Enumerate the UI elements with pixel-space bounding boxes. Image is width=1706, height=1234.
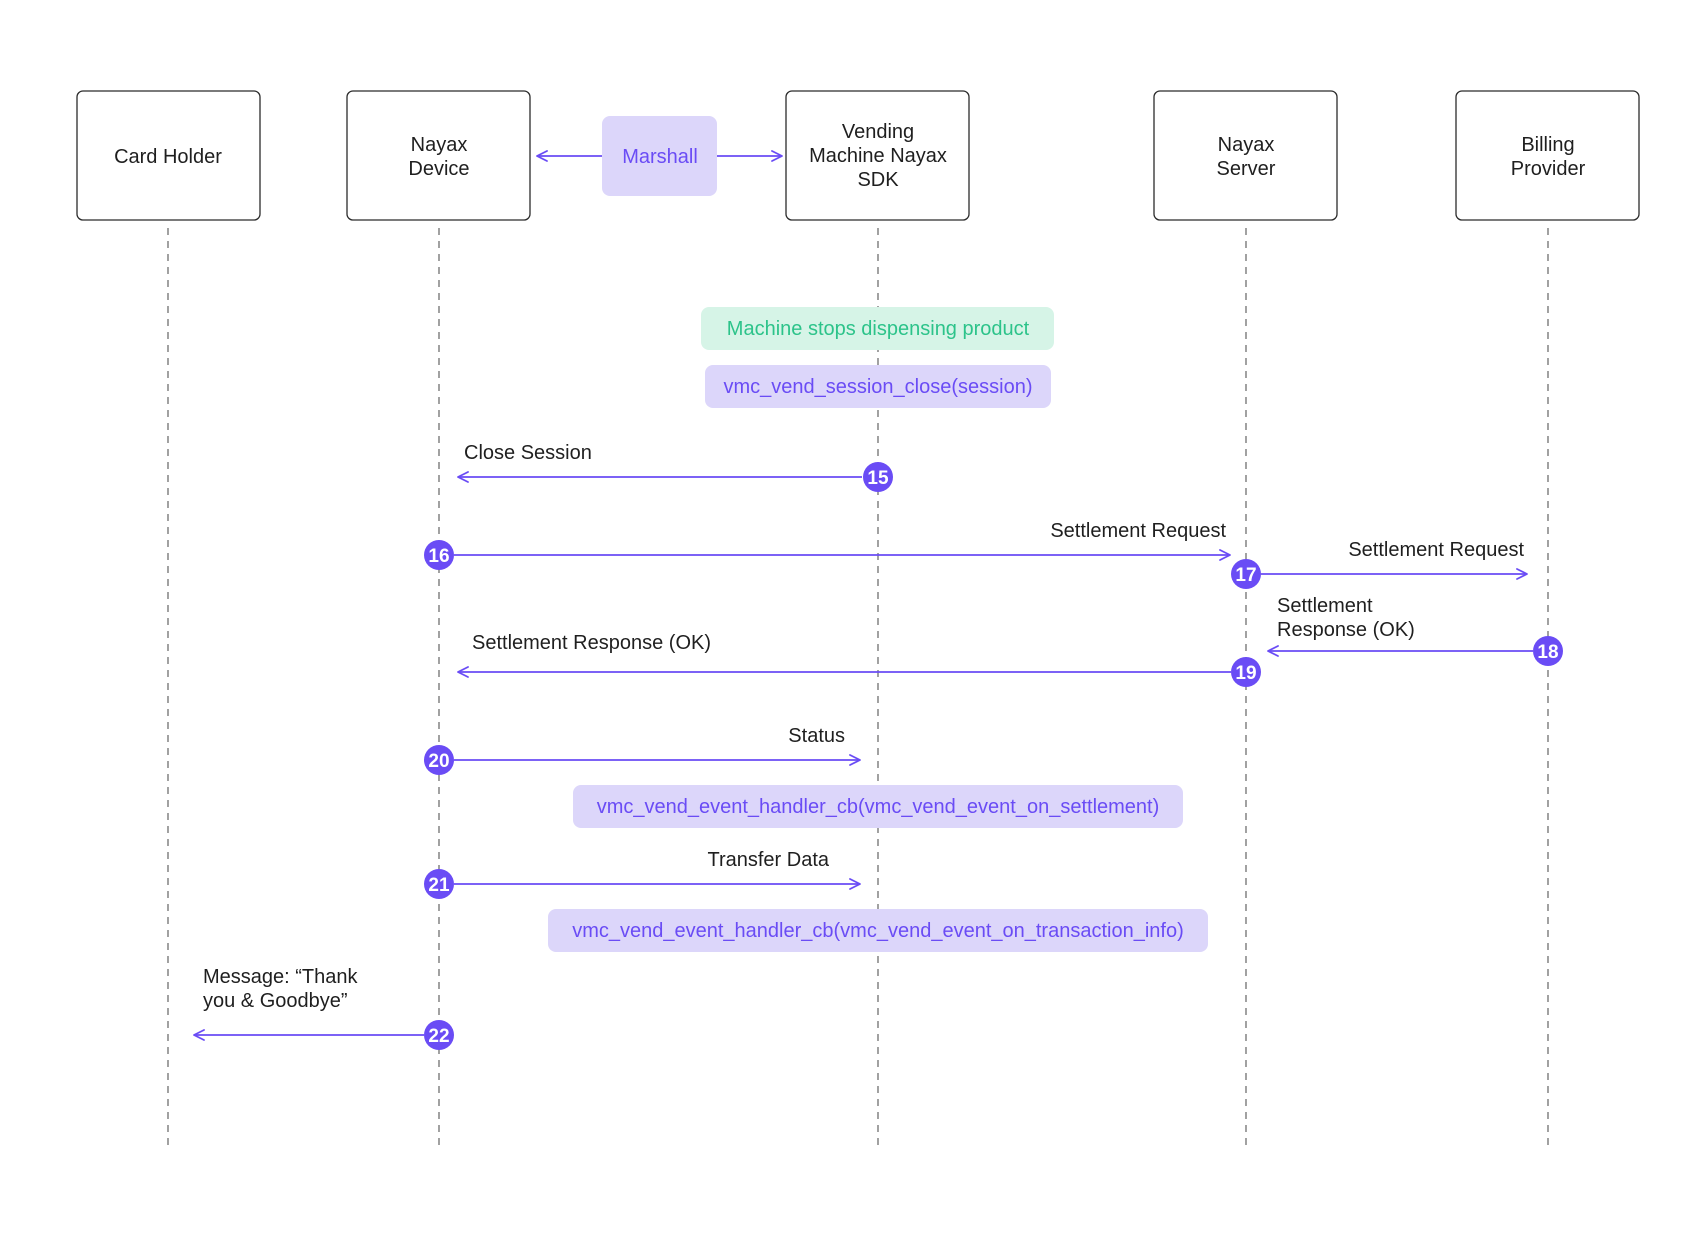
- note-on-settlement-text: vmc_vend_event_handler_cb(vmc_vend_event…: [597, 796, 1160, 818]
- message-18-settlement-response: Settlement Response (OK) 18: [1267, 595, 1563, 666]
- step-badge-15-number: 15: [867, 468, 889, 489]
- step-badge-15: [863, 462, 893, 492]
- message-17-settlement-request: Settlement Request 17: [1231, 539, 1528, 589]
- actor-nayax-device-label-line1: Nayax: [411, 134, 468, 156]
- step-badge-17-number: 17: [1235, 565, 1256, 586]
- step-badge-18-number: 18: [1537, 642, 1558, 663]
- step-badge-18: [1533, 636, 1563, 666]
- actor-vending-machine-label-line2: Machine Nayax: [809, 145, 947, 167]
- actor-card-holder-label: Card Holder: [114, 146, 222, 168]
- step-badge-19: [1231, 657, 1261, 687]
- message-15-label: Close Session: [464, 442, 592, 464]
- step-badge-21: [424, 869, 454, 899]
- actor-nayax-server: Nayax Server: [1153, 90, 1338, 221]
- message-20-label: Status: [788, 725, 845, 747]
- note-session-close: vmc_vend_session_close(session): [705, 365, 1051, 408]
- note-on-transaction-info: vmc_vend_event_handler_cb(vmc_vend_event…: [548, 909, 1208, 952]
- step-badge-16-number: 16: [428, 546, 449, 567]
- actor-nayax-server-label-line2: Server: [1217, 158, 1276, 180]
- step-badge-17: [1231, 559, 1261, 589]
- actor-vending-machine-label-line3: SDK: [857, 169, 899, 191]
- actor-billing-provider-label-line1: Billing: [1521, 134, 1574, 156]
- message-16-settlement-request: Settlement Request 16: [424, 520, 1231, 570]
- message-15-close-session: Close Session 15: [457, 442, 893, 492]
- actor-nayax-device: Nayax Device: [346, 90, 531, 221]
- actor-vending-machine-label-line1: Vending: [842, 121, 914, 143]
- actor-billing-provider-label-line2: Provider: [1511, 158, 1586, 180]
- message-22-label-line1: Message: “Thank: [203, 966, 359, 988]
- message-21-label: Transfer Data: [707, 849, 829, 871]
- note-on-transaction-info-text: vmc_vend_event_handler_cb(vmc_vend_event…: [572, 920, 1184, 942]
- step-badge-20: [424, 745, 454, 775]
- message-19-settlement-response: Settlement Response (OK) 19: [457, 632, 1261, 687]
- message-22-label-line2: you & Goodbye”: [203, 990, 348, 1012]
- message-16-label: Settlement Request: [1050, 520, 1226, 542]
- message-17-label: Settlement Request: [1348, 539, 1524, 561]
- actor-vending-machine: Vending Machine Nayax SDK: [785, 90, 970, 221]
- actor-nayax-server-label-line1: Nayax: [1218, 134, 1275, 156]
- step-badge-22-number: 22: [428, 1026, 449, 1047]
- step-badge-19-number: 19: [1235, 663, 1256, 684]
- step-badge-22: [424, 1020, 454, 1050]
- actor-card-holder: Card Holder: [76, 90, 261, 221]
- message-22-thank-you: Message: “Thank you & Goodbye” 22: [193, 966, 454, 1050]
- step-badge-16: [424, 540, 454, 570]
- note-session-close-text: vmc_vend_session_close(session): [723, 376, 1032, 398]
- note-stops-dispensing-text: Machine stops dispensing product: [727, 318, 1030, 340]
- message-18-label-line1: Settlement: [1277, 595, 1373, 617]
- step-badge-20-number: 20: [428, 751, 449, 772]
- step-badge-21-number: 21: [428, 875, 450, 896]
- actor-nayax-device-label-line2: Device: [408, 158, 469, 180]
- message-18-label-line2: Response (OK): [1277, 619, 1415, 641]
- marshall-connector: Marshall: [536, 116, 783, 196]
- note-on-settlement: vmc_vend_event_handler_cb(vmc_vend_event…: [573, 785, 1183, 828]
- note-stops-dispensing: Machine stops dispensing product: [701, 307, 1054, 350]
- message-19-label: Settlement Response (OK): [472, 632, 711, 654]
- marshall-label: Marshall: [622, 146, 698, 168]
- marshall-badge: Marshall: [602, 116, 717, 196]
- message-21-transfer-data: Transfer Data 21: [424, 849, 861, 899]
- message-20-status: Status 20: [424, 725, 861, 775]
- actor-billing-provider: Billing Provider: [1455, 90, 1640, 221]
